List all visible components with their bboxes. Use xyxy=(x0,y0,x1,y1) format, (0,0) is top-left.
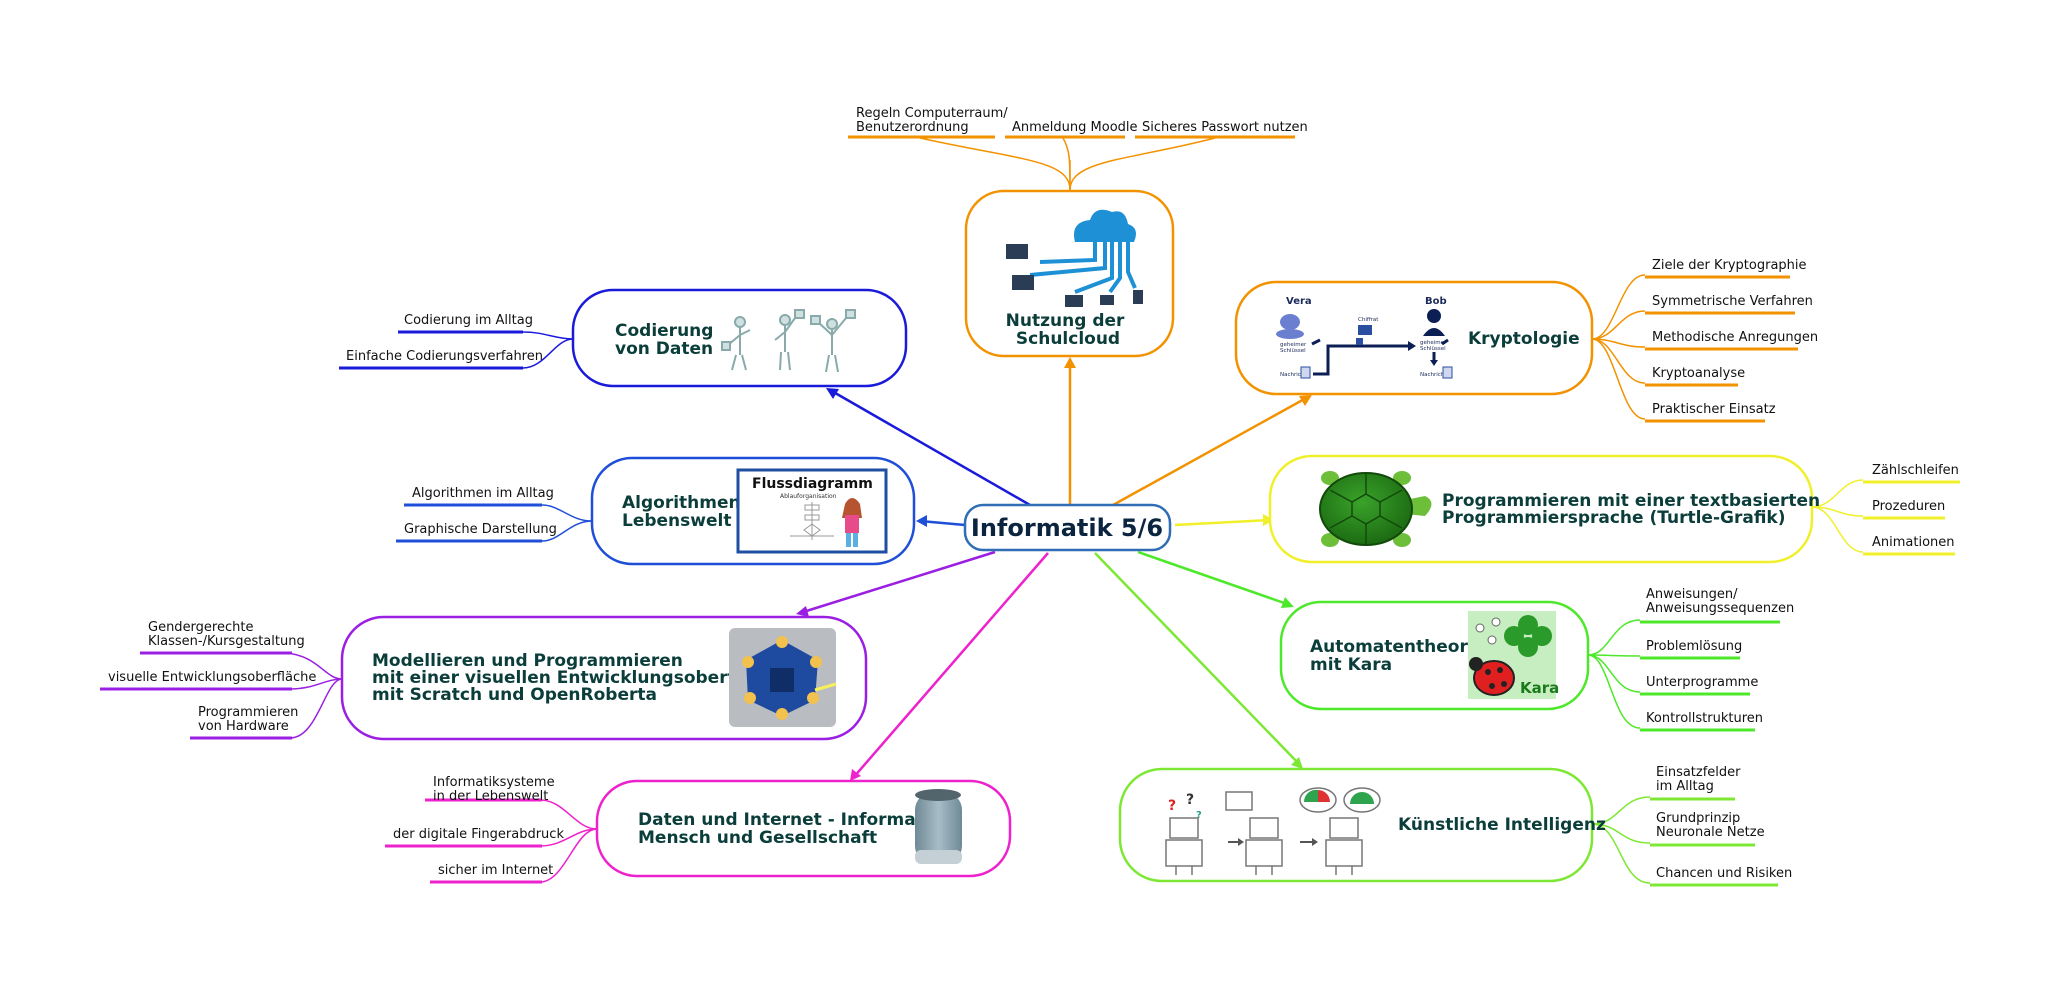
connector-programmieren xyxy=(1174,518,1271,527)
connector-daten xyxy=(852,552,1049,779)
central-topic[interactable]: Informatik 5/6 xyxy=(963,503,1172,552)
robot-learning-icon: ? ? ? xyxy=(1165,787,1381,875)
branch-daten: Informatiksysteme in der Lebenswelt der … xyxy=(385,775,1012,884)
arrowhead xyxy=(916,515,927,527)
node-kryptologie-title: Kryptologie xyxy=(1468,329,1580,349)
svg-text:geheimer: geheimer xyxy=(1280,342,1307,348)
leaf-regeln-computerraum[interactable]: Regeln Computerraum/ Benutzerordnung xyxy=(856,106,1012,135)
connector-algorithmen xyxy=(919,519,966,527)
leaf-praktischer-einsatz[interactable]: Praktischer Einsatz xyxy=(1652,402,1776,417)
leaf-kontrollstrukturen[interactable]: Kontrollstrukturen xyxy=(1646,711,1763,726)
leaf-anmeldung-moodle[interactable]: Anmeldung Moodle xyxy=(1012,120,1138,135)
leaf-anweisungen[interactable]: Anweisungen/ Anweisungssequenzen xyxy=(1646,587,1794,616)
arrowhead xyxy=(1281,597,1294,608)
turtle-icon xyxy=(1319,471,1432,547)
leaf-grundprinzip[interactable]: Grundprinzip Neuronale Netze xyxy=(1656,811,1765,840)
arrowhead xyxy=(1064,357,1076,368)
svg-text:?: ? xyxy=(1186,792,1194,808)
branch-kryptologie: Ziele der Kryptographie Symmetrische Ver… xyxy=(1234,258,1818,423)
leaf-ziele-der-kryptographie[interactable]: Ziele der Kryptographie xyxy=(1652,258,1807,273)
branch-algorithmen: Algorithmen im Alltag Graphische Darstel… xyxy=(396,456,916,566)
connector-ki xyxy=(1094,552,1301,766)
branch-automaten: Anweisungen/ Anweisungssequenzen Problem… xyxy=(1279,587,1794,732)
svg-text:Schlüssel: Schlüssel xyxy=(1420,346,1446,352)
svg-text:?: ? xyxy=(1196,810,1202,821)
leaf-zaehlschleifen[interactable]: Zählschleifen xyxy=(1872,463,1959,478)
leaf-algorithmen-im-alltag[interactable]: Algorithmen im Alltag xyxy=(412,486,554,501)
leaf-symmetrische-verfahren[interactable]: Symmetrische Verfahren xyxy=(1652,294,1813,309)
arrowhead xyxy=(1263,514,1274,526)
svg-text:Bob: Bob xyxy=(1425,296,1447,307)
arrowhead xyxy=(1299,395,1312,406)
node-modellieren-title: Modellieren und Programmieren mit einer … xyxy=(372,651,791,705)
svg-text:Chiffrat: Chiffrat xyxy=(1358,317,1379,323)
connector-automaten xyxy=(1137,550,1291,607)
leaf-sicheres-passwort[interactable]: Sicheres Passwort nutzen xyxy=(1142,120,1308,135)
arrowhead xyxy=(796,606,809,617)
connector-codierung xyxy=(829,388,1031,507)
leaf-methodische-anregungen[interactable]: Methodische Anregungen xyxy=(1652,330,1818,345)
arrowhead xyxy=(826,388,839,399)
node-daten[interactable] xyxy=(595,779,1012,878)
svg-text:?: ? xyxy=(1168,798,1176,814)
branch-modellieren: Gendergerechte Klassen-/Kursgestaltung v… xyxy=(100,615,868,741)
svg-text:Nachricht: Nachricht xyxy=(1420,372,1447,378)
leaf-programmieren-von-hardware[interactable]: Programmieren von Hardware xyxy=(198,705,303,734)
branch-codierung: Codierung im Alltag Einfache Codierungsv… xyxy=(339,288,908,388)
node-daten-title: Daten und Internet - Informatik, Mensch … xyxy=(638,810,953,848)
node-programmieren-title: Programmieren mit einer textbasierten Pr… xyxy=(1442,491,1826,528)
connector-kryptologie xyxy=(1112,395,1309,507)
cloud-network-icon xyxy=(1006,209,1143,307)
svg-text:geheimer: geheimer xyxy=(1420,340,1447,346)
node-ki-title: Künstliche Intelligenz xyxy=(1398,815,1606,835)
node-kryptologie[interactable] xyxy=(1234,280,1594,396)
leaf-einsatzfelder[interactable]: Einsatzfelder im Alltag xyxy=(1656,765,1745,794)
leaf-unterprogramme[interactable]: Unterprogramme xyxy=(1646,675,1758,690)
leaf-sicher-im-internet[interactable]: sicher im Internet xyxy=(438,863,553,878)
calliope-board-icon xyxy=(729,628,837,727)
leaf-problemloesung[interactable]: Problemlösung xyxy=(1646,639,1742,654)
node-automaten-title: Automatentheorie mit Kara xyxy=(1310,637,1491,675)
leaf-codierung-im-alltag[interactable]: Codierung im Alltag xyxy=(404,313,533,328)
smart-speaker-icon xyxy=(915,789,962,864)
svg-text:Kara: Kara xyxy=(1520,679,1559,697)
leaf-prozeduren[interactable]: Prozeduren xyxy=(1872,499,1945,514)
central-topic-title: Informatik 5/6 xyxy=(971,514,1163,542)
node-schulcloud-title: Nutzung der Schulcloud xyxy=(1006,311,1131,349)
center-connections xyxy=(796,357,1312,781)
branch-schulcloud: Regeln Computerraum/ Benutzerordnung Anm… xyxy=(848,106,1308,358)
kara-ladybug-icon: Kara xyxy=(1468,611,1559,699)
encryption-diagram-icon: Vera Bob geheimer Schlüssel geheimer Sch… xyxy=(1276,296,1453,379)
connector-modellieren xyxy=(799,550,996,615)
leaf-informatiksysteme[interactable]: Informatiksysteme in der Lebenswelt xyxy=(433,775,559,804)
node-codierung-title: Codierung von Daten xyxy=(615,321,719,359)
svg-text:Ablauforganisation: Ablauforganisation xyxy=(780,493,837,500)
node-algorithmen-title: Algorithmen Lebenswelt xyxy=(622,493,747,531)
svg-text:Flussdiagramm: Flussdiagramm xyxy=(752,476,873,492)
leaf-digitaler-fingerabdruck[interactable]: der digitale Fingerabdruck xyxy=(393,827,564,842)
svg-text:Schlüssel: Schlüssel xyxy=(1280,348,1306,354)
arrowhead xyxy=(1291,757,1303,769)
leaf-kryptoanalyse[interactable]: Kryptoanalyse xyxy=(1652,366,1745,381)
leaf-visuelle-entwicklungsoberflaeche[interactable]: visuelle Entwicklungsoberfläche xyxy=(108,670,316,685)
svg-text:Vera: Vera xyxy=(1286,296,1312,307)
leaf-graphische-darstellung[interactable]: Graphische Darstellung xyxy=(404,522,557,537)
leaf-gendergerechte[interactable]: Gendergerechte Klassen-/Kursgestaltung xyxy=(148,620,305,649)
leaf-animationen[interactable]: Animationen xyxy=(1872,535,1955,550)
flowchart-icon: Flussdiagramm Ablauforganisation xyxy=(736,468,888,554)
leaf-chancen-und-risiken[interactable]: Chancen und Risiken xyxy=(1656,866,1792,881)
arrowhead xyxy=(850,769,861,781)
central-topic-box[interactable] xyxy=(963,503,1172,552)
svg-text:Nachricht: Nachricht xyxy=(1280,372,1307,378)
flag-signaling-people-icon xyxy=(721,309,856,373)
branch-programmieren: Zählschleifen Prozeduren Animationen Pro… xyxy=(1268,454,1960,564)
branch-ki: Einsatzfelder im Alltag Grundprinzip Neu… xyxy=(1118,765,1792,887)
leaf-einfache-codierungsverfahren[interactable]: Einfache Codierungsverfahren xyxy=(346,349,543,364)
